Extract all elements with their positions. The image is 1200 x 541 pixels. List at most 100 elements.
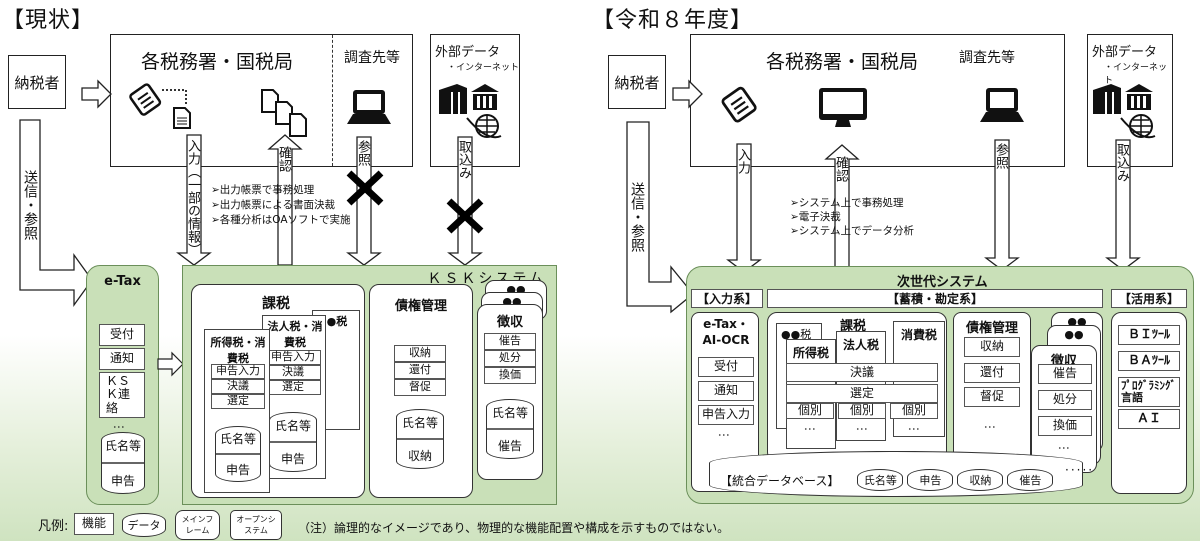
db-label: 催告	[497, 439, 522, 454]
taxpayer-label: 納税者	[14, 73, 60, 92]
function-box: 決議	[211, 379, 265, 394]
tax-tab-label: 消費税	[900, 328, 937, 342]
send-reference-arrow	[626, 121, 694, 314]
tools-panel: ＢＩﾂｰﾙ ＢＡﾂｰﾙ ﾌﾟﾛｸﾞﾗﾐﾝｸﾞ言語 ＡＩ	[1111, 312, 1187, 494]
database-icon: 氏名等申告	[215, 426, 261, 482]
legend-data: データ	[122, 513, 166, 537]
next-gen-system-panel: 次世代システム 【入力系】 【蓄積・勘定系】 【活用系】 e-Tax・AI-OC…	[686, 266, 1194, 504]
db-table: 申告	[907, 469, 954, 491]
note-item: ➢電子決裁	[790, 211, 841, 223]
blocked-x-icon	[446, 198, 484, 234]
etax-panel: e-Tax 受付 通知 ＫＳＫ連絡 ⋮ 氏名等申告	[86, 265, 159, 505]
shared-function: 決議	[786, 363, 938, 382]
db-label: 氏名等	[104, 439, 141, 453]
dotted-flow-arrow	[162, 89, 187, 104]
confirm-arrow	[267, 134, 303, 266]
function-box: 申告入力	[265, 350, 321, 365]
document-icon	[173, 107, 191, 129]
investigation-title: 調査先等	[344, 50, 400, 66]
confirm-label: 確認	[833, 156, 848, 182]
legend-function: 機能	[74, 513, 114, 535]
db-table: 催告	[1007, 469, 1054, 491]
function-box: 催告	[1038, 364, 1092, 384]
building-icon	[1093, 84, 1156, 139]
ellipsis: ·····	[1065, 463, 1095, 477]
documents-stack-icon	[261, 89, 307, 137]
function-box: 督促	[964, 387, 1020, 407]
tax-card-title: 所得税・消費税	[210, 336, 266, 365]
function-box: 選定	[265, 380, 321, 395]
footnote: （注）論理的なイメージであり、物理的な機能配置や構成を示すものではない。	[298, 521, 730, 535]
db-label: 氏名等	[401, 415, 438, 430]
database-icon: 氏名等申告	[101, 432, 145, 494]
input-label: 入力	[735, 148, 750, 174]
note-item: ➢システム上で事務処理	[790, 197, 904, 209]
storage-group-header: 【蓄積・勘定系】	[767, 289, 1103, 308]
notepad-icon	[721, 86, 757, 123]
note-item: ➢出力帳票による書面決裁	[211, 199, 335, 211]
ellipsis: ⋮	[855, 423, 869, 435]
input-label: 入力（一部の情報）	[185, 139, 200, 256]
function-box: 選定	[211, 394, 265, 409]
db-label: 申告	[225, 463, 250, 477]
function-box: 収納	[964, 337, 1020, 357]
ellipsis: ⋮	[907, 423, 921, 435]
divider	[332, 35, 333, 166]
individual-function: 個別	[890, 403, 938, 419]
input-arrow	[176, 134, 212, 266]
function-box: 処分	[484, 350, 536, 367]
tax-tab-label: 法人税	[842, 338, 879, 352]
etax-to-ksk-arrow	[157, 351, 184, 377]
function-box: 収納	[394, 345, 446, 362]
database-icon: 氏名等申告	[269, 412, 317, 472]
arrow-to-office	[672, 79, 703, 109]
function-box: 還付	[964, 363, 1020, 383]
external-subtitle: ・インターネット	[447, 63, 520, 73]
database-icon: 氏名等催告	[486, 399, 534, 459]
reference-label: 参照	[355, 140, 370, 166]
ellipsis: ⋮	[717, 429, 731, 441]
note-item: ➢システム上でデータ分析	[790, 225, 914, 237]
etax-title: e-Tax・AI-OCR	[702, 317, 750, 347]
external-title: 外部データ	[435, 45, 501, 60]
external-title: 外部データ	[1092, 45, 1158, 60]
db-label: 氏名等	[219, 432, 256, 446]
ellipsis: ⋮	[1057, 442, 1071, 454]
db-label: 申告	[280, 452, 305, 467]
right-heading: 【令和８年度】	[592, 8, 754, 33]
confirm-arrow	[824, 144, 860, 274]
function-box: 受付	[698, 357, 754, 377]
next-gen-title: 次世代システム	[897, 275, 988, 290]
function-box: 催告	[484, 333, 536, 350]
function-box: 通知	[99, 348, 145, 370]
function-box: ＫＳＫ連絡	[99, 372, 145, 418]
saiken-title: 債権管理	[965, 321, 1018, 336]
notepad-icon	[129, 83, 162, 116]
database-icon: 氏名等収納	[396, 409, 444, 469]
import-arrow	[1105, 139, 1141, 271]
import-label: 取込み	[1114, 143, 1129, 182]
laptop-icon	[347, 90, 391, 124]
import-label: 取込み	[456, 140, 471, 179]
tax-office-title: 各税務署・国税局	[141, 51, 294, 73]
function-box: 処分	[1038, 390, 1092, 410]
tool-box: ﾌﾟﾛｸﾞﾗﾐﾝｸﾞ言語	[1118, 377, 1180, 407]
legend-label: 凡例:	[38, 519, 69, 534]
ellipsis: ⋮	[983, 421, 997, 433]
db-label: 氏名等	[491, 405, 528, 420]
db-label: 氏名等	[274, 418, 311, 433]
function-box: 申告入力	[698, 405, 754, 425]
tax-card-income: 所得税・消費税 申告入力 決議 選定 氏名等申告	[204, 329, 270, 493]
legend-open-system: オープンシステム	[230, 510, 282, 540]
future-notes: ➢システム上で事務処理 ➢電子決裁 ➢システム上でデータ分析	[790, 196, 914, 238]
send-reference-arrow	[19, 119, 93, 308]
tax-card-corporate: 法人税・消費税 申告入力 決議 選定 氏名等申告	[262, 315, 326, 479]
db-table: 氏名等	[857, 469, 904, 491]
stack-mark: ●●	[1064, 328, 1084, 341]
stack-mark: ●●	[1067, 315, 1087, 328]
tool-box: ＢＡﾂｰﾙ	[1118, 351, 1180, 371]
tool-box: ＢＩﾂｰﾙ	[1118, 325, 1180, 345]
function-box: 決議	[265, 365, 321, 380]
ksk-system-panel: ＫＳＫシステム 課税 ●●税 法人税・消費税 申告入力 決議 選定 氏名等申告 …	[182, 265, 557, 505]
legend-mainframe-label: メインフレーム	[181, 515, 214, 535]
